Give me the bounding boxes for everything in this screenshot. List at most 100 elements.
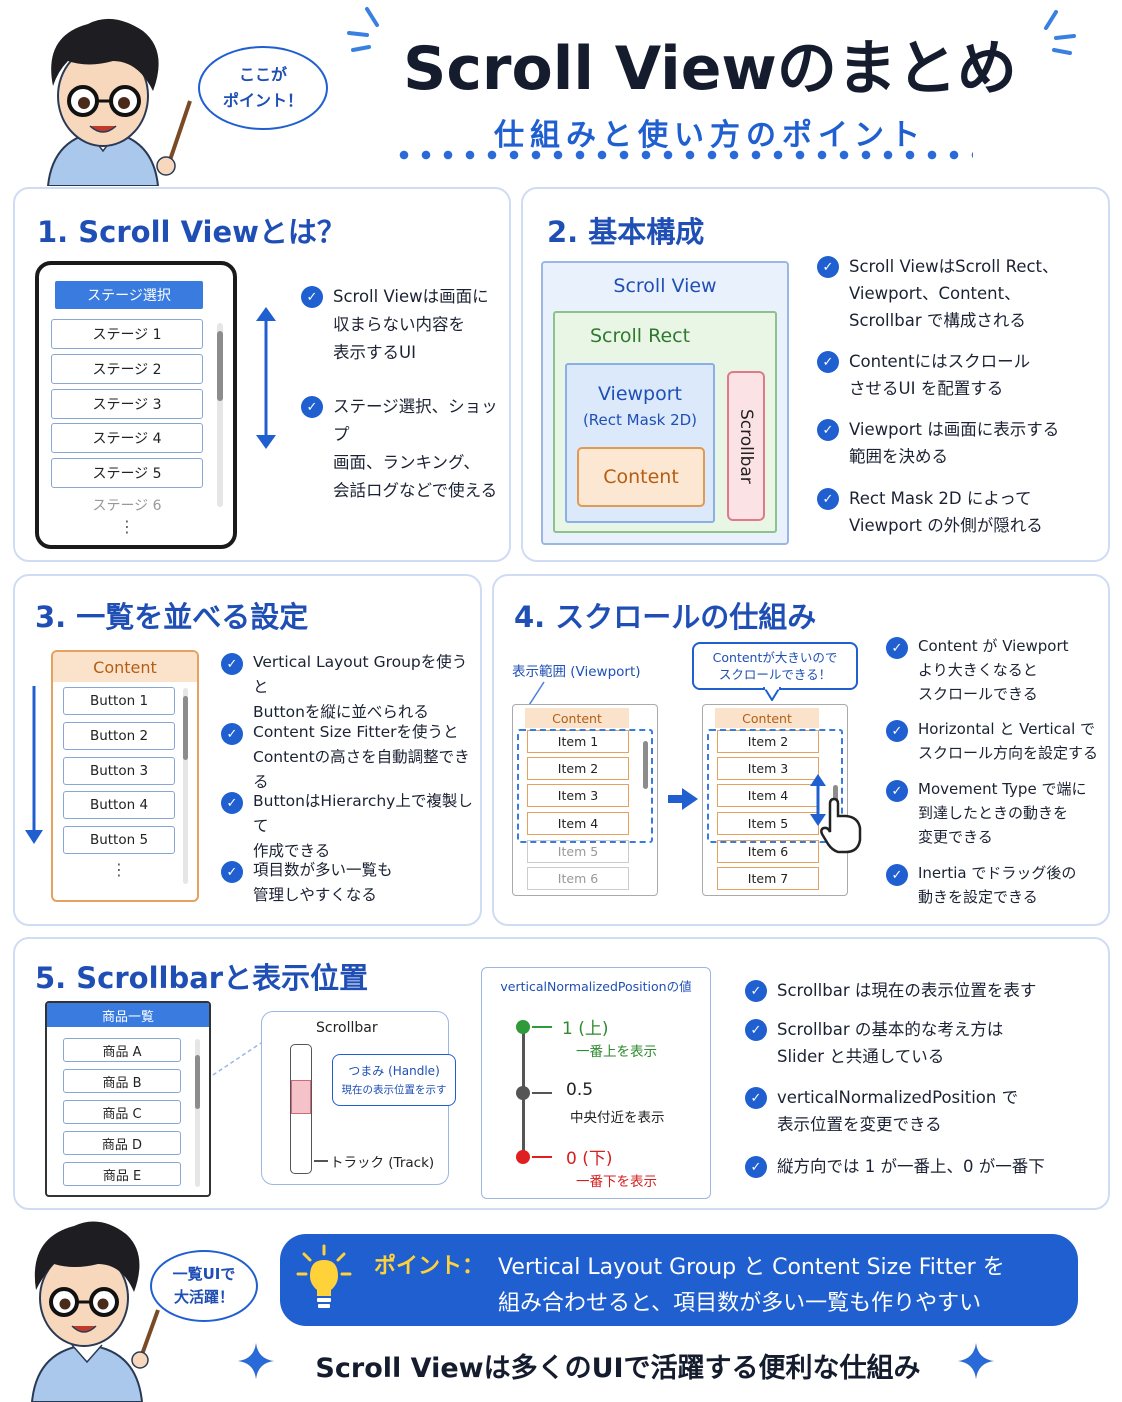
check-icon: ✓ [886,637,908,659]
list-before-scroll: Content Item 1 Item 2 Item 3 Item 4 Item… [512,704,658,896]
vnp-top-desc: 一番上を表示 [576,1044,657,1060]
vnp-bottom-value: 0 (下) [566,1149,613,1169]
vnp-mid-desc: 中央付近を表示 [570,1110,665,1126]
bullet-item: ✓ 縦方向では 1 が一番上、0 が一番下 [745,1153,1045,1180]
list-item[interactable]: Item 4 [717,784,819,807]
mascot-bottom-illustration [30,1221,160,1402]
stage-item[interactable]: ステージ 1 [51,319,203,349]
vertical-scroll-arrow-icon [256,307,276,449]
vnp-title: verticalNormalizedPositionの値 [500,979,692,994]
scrollbar-thumb[interactable] [217,331,223,401]
check-icon: ✓ [886,780,908,802]
vnp-bottom-tick [532,1156,552,1158]
list-button[interactable]: Button 1 [63,687,175,715]
check-icon: ✓ [745,1156,767,1178]
point-label: ポイント： [374,1254,485,1279]
phone-mock: ステージ選択 ステージ 1 ステージ 2 ステージ 3 ステージ 4 ステージ … [35,261,237,549]
list-item[interactable]: Item 6 [717,840,819,863]
list-item[interactable]: Item 3 [717,757,819,780]
scroll-rect-label: Scroll Rect [589,325,691,347]
list-item[interactable]: Item 3 [527,784,629,807]
page-subtitle: 仕組みと使い方のポイント [494,118,926,153]
bullet-item: ✓ ButtonはHierarchy上で複製して 作成できる [221,789,480,864]
section-scrollbar-position: 5. Scrollbarと表示位置 商品一覧 商品 A 商品 B 商品 C 商品… [13,937,1110,1210]
callout-text: Contentが大きいので スクロールできる！ [712,650,838,682]
content-header: Content [715,708,819,728]
sparkle-left-icon [347,7,379,52]
check-icon: ✓ [745,980,767,1002]
list-item[interactable]: Item 7 [717,867,819,890]
scroll-view-box: Scroll View Scroll Rect Viewport (Rect M… [541,261,789,545]
product-item[interactable]: 商品 E [63,1162,181,1186]
viewport-label: Viewport [597,383,683,405]
list-item-hidden[interactable]: Item 6 [527,867,629,890]
content-container: Content Button 1 Button 2 Button 3 Butto… [51,650,199,902]
product-item[interactable]: 商品 C [63,1100,181,1124]
point-text-line2: 組み合わせると、項目数が多い一覧も作りやすい [498,1291,982,1316]
mascot-teacher-illustration [46,18,192,186]
bullet-item: ✓ Scrollbar の基本的な考え方は Slider と共通している [745,1016,1003,1070]
section-basic-structure: 2. 基本構成 Scroll View Scroll Rect Viewport… [521,187,1110,562]
stage-item[interactable]: ステージ 2 [51,354,203,384]
check-icon: ✓ [817,351,839,373]
list-button[interactable]: Button 4 [63,791,175,819]
vnp-mid-tick [532,1092,552,1094]
scrollbar-track[interactable] [183,688,188,884]
product-item[interactable]: 商品 B [63,1069,181,1093]
stage-item[interactable]: ステージ 5 [51,458,203,488]
vnp-top-tick [532,1026,552,1028]
bullet-item: ✓ Viewport は画面に表示する 範囲を決める [817,416,1059,470]
list-item[interactable]: Item 4 [527,812,629,835]
section-scroll-view-intro: 1. Scroll Viewとは？ ステージ選択 ステージ 1 ステージ 2 ス… [13,187,511,562]
stage-item-faded[interactable]: ステージ 6 [92,498,162,514]
bullet-item: ✓ Horizontal と Vertical で スクロール方向を設定する [886,717,1098,765]
vnp-bottom-marker [516,1150,530,1164]
bullet-item: ✓ Contentにはスクロール させるUI を配置する [817,348,1030,402]
list-item[interactable]: Item 2 [717,730,819,753]
vnp-top-marker [516,1020,530,1034]
section-title: 4. スクロールの仕組み [514,600,817,634]
scroll-rect-box: Scroll Rect Viewport (Rect Mask 2D) Cont… [553,311,777,533]
scrollbar-thumb[interactable] [643,741,648,789]
scrollbar-track[interactable] [195,1039,200,1187]
sparkle-star-right-icon [958,1343,994,1379]
handle-shape[interactable] [291,1080,311,1114]
product-list-header: 商品一覧 [47,1003,209,1027]
vnp-mid-marker [516,1086,530,1100]
bullet-item: ✓ Scroll ViewはScroll Rect、 Viewport、Cont… [817,253,1059,334]
viewport-dashed-frame [517,729,653,843]
list-button[interactable]: Button 2 [63,722,175,750]
check-icon: ✓ [817,488,839,510]
list-item[interactable]: Item 2 [527,757,629,780]
scrollbar-track[interactable] [217,323,223,507]
check-icon: ✓ [221,792,243,814]
handle-label: つまみ (Handle) [348,1064,440,1078]
scrollbar-thumb[interactable] [195,1055,200,1109]
stage-item[interactable]: ステージ 3 [51,389,203,419]
check-icon: ✓ [817,256,839,278]
product-item[interactable]: 商品 A [63,1038,181,1062]
section-title: 1. Scroll Viewとは？ [37,215,346,249]
list-button[interactable]: Button 5 [63,826,175,854]
list-button[interactable]: Button 3 [63,757,175,785]
stage-item[interactable]: ステージ 4 [51,423,203,453]
check-icon: ✓ [886,720,908,742]
check-icon: ✓ [745,1019,767,1041]
check-icon: ✓ [221,723,243,745]
check-icon: ✓ [221,653,243,675]
track-pointer-line [314,1160,328,1162]
scrollbar-thumb[interactable] [183,696,188,760]
bullet-item: ✓ Scrollbar は現在の表示位置を表す [745,977,1036,1004]
bullet-item: ✓ Content が Viewport より大きくなると スクロールできる [886,634,1069,706]
scrollbar-label: Scrollbar [736,408,756,484]
more-indicator: ⋮ [111,860,127,879]
vnp-top-value: 1 (上) [562,1019,609,1039]
drag-hand-icon [810,774,862,854]
speech-text: ここが ポイント！ [222,65,303,110]
list-item-hidden[interactable]: Item 5 [527,840,629,863]
content-box: Content [577,447,705,507]
content-label: Content [603,466,679,488]
lightbulb-icon [296,1244,352,1308]
product-item[interactable]: 商品 D [63,1131,181,1155]
list-item[interactable]: Item 5 [717,812,819,835]
